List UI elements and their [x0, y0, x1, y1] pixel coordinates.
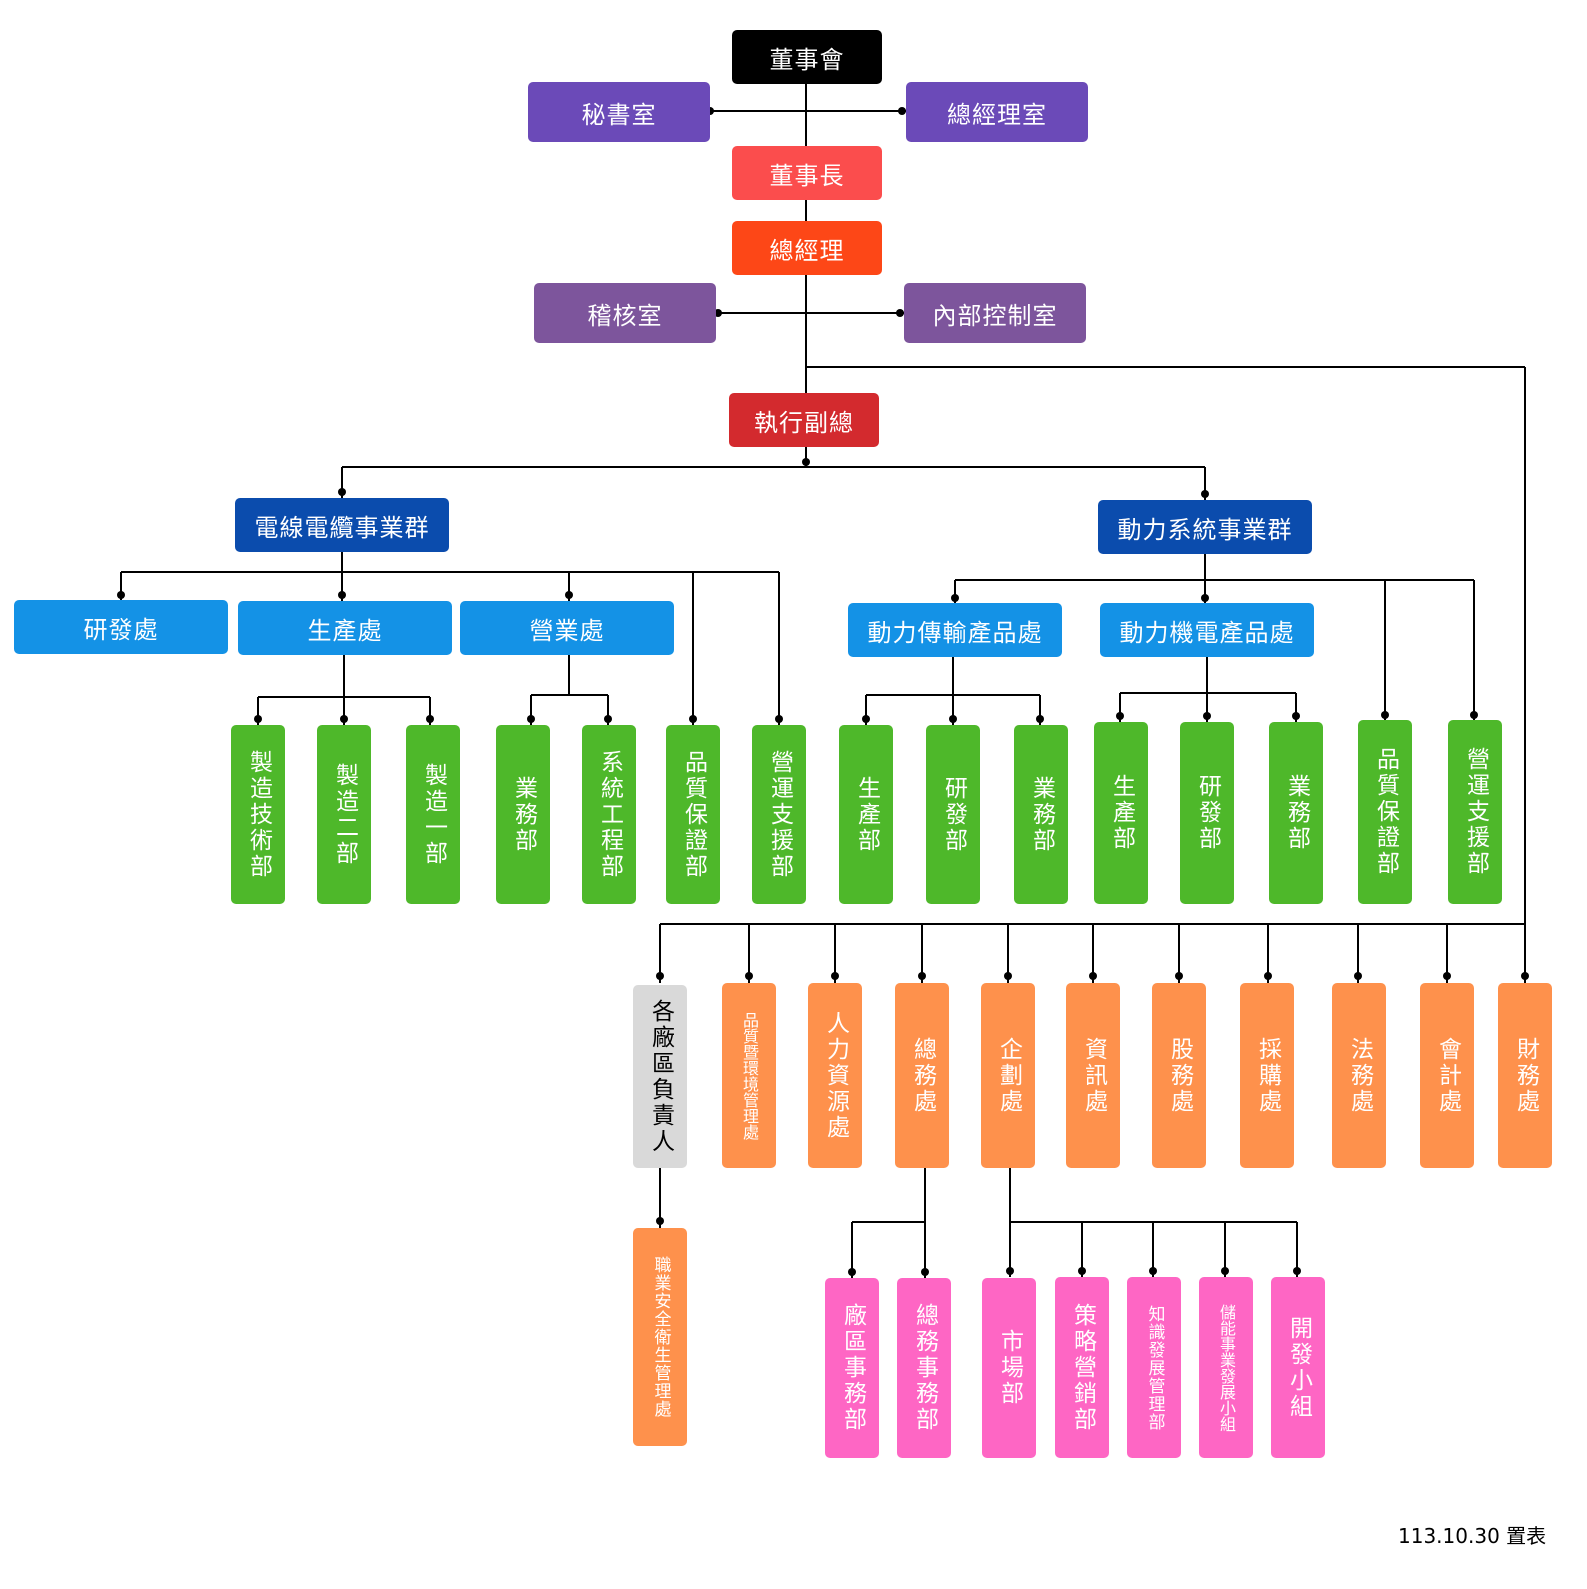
- wire-sales-dept-box: 系統工程部: [582, 725, 636, 904]
- hr-division-box: 人力資源處: [808, 983, 862, 1168]
- it-division-box: 資訊處: [1066, 983, 1120, 1168]
- audit-office-box: 稽核室: [534, 283, 716, 343]
- connector-dot: [1221, 1267, 1229, 1275]
- planning-sub-dept-box: 開發小組: [1271, 1277, 1325, 1458]
- wire-production-dept-box: 製造二部: [317, 725, 371, 904]
- wire-cable-group-box: 電線電纜事業群: [235, 498, 449, 552]
- connector-dot: [1381, 711, 1389, 719]
- internal-control-box: 內部控制室: [904, 283, 1086, 343]
- connector-dot: [689, 715, 697, 723]
- electromech-dept-box: 研發部: [1180, 722, 1234, 904]
- legal-division-box: 法務處: [1332, 983, 1386, 1168]
- electromech-dept-box: 生產部: [1094, 722, 1148, 904]
- connector-dot: [1293, 1267, 1301, 1275]
- wire-sales-dept-box: 業務部: [496, 725, 550, 904]
- connector-dot: [1006, 1267, 1014, 1275]
- connector-dot: [527, 715, 535, 723]
- connector-dot: [714, 309, 722, 317]
- wire-production-dept-box: 製造一部: [406, 725, 460, 904]
- connector-dot: [1443, 972, 1451, 980]
- connector-dot: [604, 715, 612, 723]
- connector-dot: [862, 715, 870, 723]
- wire-production-division-box: 生產處: [238, 601, 452, 655]
- connector-dot: [340, 715, 348, 723]
- footnote: 113.10.30 置表: [1398, 1524, 1547, 1548]
- wire-sales-division-box: 營業處: [460, 601, 674, 655]
- planning-sub-dept-box: 市場部: [982, 1278, 1036, 1458]
- transmission-dept-box: 生產部: [839, 725, 893, 904]
- connector-dot: [1089, 972, 1097, 980]
- power-qa-dept-box: 品質保證部: [1358, 720, 1412, 904]
- power-electromech-division-box: 動力機電產品處: [1100, 603, 1314, 657]
- connector-dot: [1149, 1267, 1157, 1275]
- connector-dot: [1078, 1267, 1086, 1275]
- connector-dot: [896, 309, 904, 317]
- connector-dot: [656, 1217, 664, 1225]
- board-box: 董事會: [732, 30, 882, 84]
- connector-dot: [338, 488, 346, 496]
- general-manager-box: 總經理: [732, 221, 882, 275]
- general-affairs-sub-dept-box: 總務事務部: [897, 1278, 951, 1458]
- quality-env-division-box: 品質暨環境管理處: [722, 983, 776, 1168]
- electromech-dept-box: 業務部: [1269, 722, 1323, 904]
- connector-dot: [254, 715, 262, 723]
- planning-sub-dept-box: 策略營銷部: [1055, 1277, 1109, 1458]
- connector-dot: [1201, 594, 1209, 602]
- wire-rd-division-box: 研發處: [14, 600, 228, 654]
- connector-dot: [831, 972, 839, 980]
- connector-dot: [1175, 972, 1183, 980]
- connector-dot: [951, 594, 959, 602]
- connector-dot: [898, 107, 906, 115]
- connector-dot: [775, 715, 783, 723]
- connector-dot: [1203, 712, 1211, 720]
- connector-dot: [1354, 972, 1362, 980]
- connector-dot: [802, 458, 810, 466]
- planning-sub-dept-box: 儲能事業發展小組: [1199, 1277, 1253, 1458]
- plant-head-box: 各廠區負責人: [633, 985, 687, 1168]
- connector-dot: [1004, 972, 1012, 980]
- transmission-dept-box: 業務部: [1014, 725, 1068, 904]
- general-affairs-sub-dept-box: 廠區事務部: [825, 1278, 879, 1458]
- planning-sub-dept-box: 知識發展管理部: [1127, 1277, 1181, 1458]
- connector-dot: [1521, 972, 1529, 980]
- connector-dot: [1036, 715, 1044, 723]
- connector-dot: [1264, 972, 1272, 980]
- connector-dot: [921, 1268, 929, 1276]
- power-transmission-division-box: 動力傳輸產品處: [848, 603, 1062, 657]
- power-ops-support-dept-box: 營運支援部: [1448, 720, 1502, 904]
- connector-dot: [1116, 712, 1124, 720]
- connector-dot: [1470, 711, 1478, 719]
- connector-dot: [949, 715, 957, 723]
- connector-dot: [745, 972, 753, 980]
- connector-dot: [565, 591, 573, 599]
- general-affairs-division-box: 總務處: [895, 983, 949, 1168]
- evp-box: 執行副總: [729, 393, 879, 447]
- connector-dot: [338, 591, 346, 599]
- wire-production-dept-box: 製造技術部: [231, 725, 285, 904]
- connector-dot: [117, 591, 125, 599]
- chairman-box: 董事長: [732, 146, 882, 200]
- shareholder-affairs-division-box: 股務處: [1152, 983, 1206, 1168]
- secretary-office-box: 秘書室: [528, 82, 710, 142]
- transmission-dept-box: 研發部: [926, 725, 980, 904]
- planning-division-box: 企劃處: [981, 983, 1035, 1168]
- connector-dot: [426, 715, 434, 723]
- connector-dot: [1292, 712, 1300, 720]
- occupational-safety-division-box: 職業安全衛生管理處: [633, 1228, 687, 1446]
- connector-dot: [1201, 490, 1209, 498]
- accounting-division-box: 會計處: [1420, 983, 1474, 1168]
- finance-division-box: 財務處: [1498, 983, 1552, 1168]
- wire-ops-support-dept-box: 營運支援部: [752, 725, 806, 904]
- connector-dot: [656, 972, 664, 980]
- connector-dot: [848, 1268, 856, 1276]
- connector-dot: [918, 972, 926, 980]
- wire-qa-dept-box: 品質保證部: [666, 725, 720, 904]
- gm-office-box: 總經理室: [906, 82, 1088, 142]
- power-system-group-box: 動力系統事業群: [1098, 500, 1312, 554]
- purchasing-division-box: 採購處: [1240, 983, 1294, 1168]
